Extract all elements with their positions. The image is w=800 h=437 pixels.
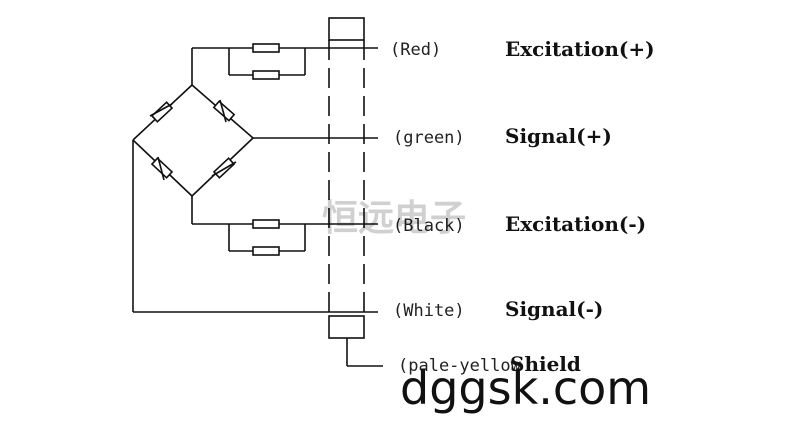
cable-shield: [328, 17, 383, 367]
function-label-excitation-minus: Excitation(-): [505, 212, 646, 236]
watermark-chinese: 恒远电子: [322, 197, 466, 239]
wire-label-black: (Black): [393, 216, 465, 236]
wheatstone-bridge: [132, 84, 254, 197]
function-label-shield: Shield: [510, 352, 581, 376]
function-label-signal-plus: Signal(+): [505, 124, 612, 148]
strain-gauge-top-left: [149, 101, 174, 123]
wire-label-red: (Red): [390, 40, 441, 60]
function-label-excitation-plus: Excitation(+): [505, 37, 655, 61]
signal-minus-line: [132, 140, 378, 313]
function-label-signal-minus: Signal(-): [505, 297, 603, 321]
wire-label-white: (White): [393, 301, 465, 321]
watermark-url: dggsk.com: [400, 361, 651, 415]
wire-label-green: (green): [393, 128, 465, 148]
bottom-resistor-network: [191, 196, 378, 256]
strain-gauge-bottom-left: [150, 156, 174, 181]
wire-label-pale-yellow: (pale-yellow: [398, 356, 522, 376]
strain-gauge-bottom-right: [211, 157, 237, 179]
strain-gauge-top-right: [212, 99, 236, 123]
top-resistor-network: [191, 43, 378, 85]
